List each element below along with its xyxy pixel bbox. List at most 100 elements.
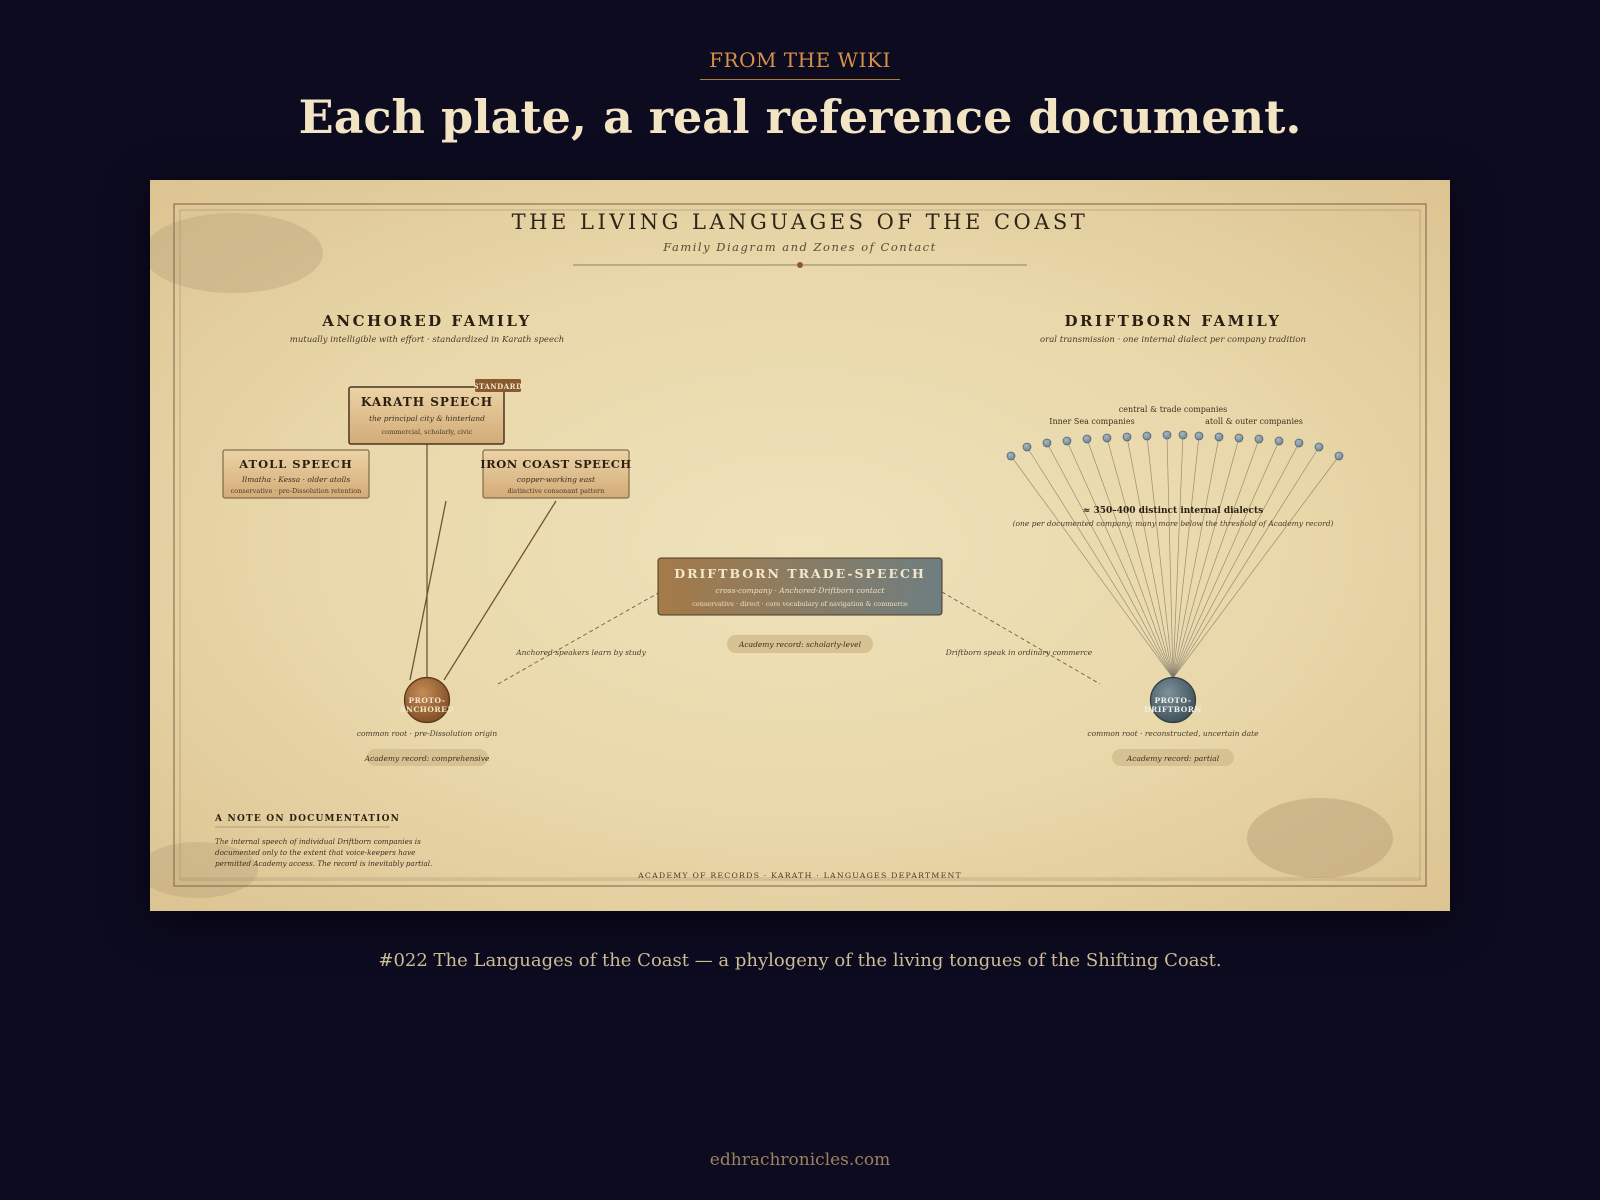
outer-companies-label: atoll & outer companies (1205, 417, 1303, 426)
dialect-dot (1162, 430, 1172, 440)
karath-line2: commercial, scholarly, civic (382, 428, 473, 436)
dialect-count-note: (one per documented company; many more b… (1013, 519, 1334, 528)
dialect-line (1172, 442, 1300, 679)
trade-record-pill: Academy record: scholarly-level (727, 635, 873, 653)
inner-sea-companies-label: Inner Sea companies (1049, 417, 1134, 426)
plate-title: THE LIVING LANGUAGES OF THE COAST (512, 210, 1089, 234)
proto-driftborn-node[interactable]: PROTO- DRIFTBORN (1144, 676, 1202, 724)
dialect-dot (1314, 442, 1324, 452)
dialect-line (1172, 436, 1220, 679)
site-link[interactable]: edhrachronicles.com (709, 1150, 891, 1170)
documentation-note-line3: permitted Academy access. The record is … (215, 859, 432, 868)
proto-anchored-node[interactable]: PROTO- ANCHORED (399, 676, 455, 724)
proto-driftborn-line2: DRIFTBORN (1144, 705, 1202, 714)
anchored-learning-note: Anchored speakers learn by study (515, 648, 646, 657)
trade-line1: cross-company · Anchored-Driftborn conta… (715, 586, 885, 595)
documentation-note-heading: A NOTE ON DOCUMENTATION (214, 814, 400, 824)
page-headline: Each plate, a real reference document. (298, 90, 1302, 144)
dialect-dot (1042, 438, 1052, 448)
iron-line1: copper-working east (517, 475, 596, 484)
iron-line2: distinctive consonant pattern (508, 487, 605, 495)
reference-plate[interactable]: THE LIVING LANGUAGES OF THE COAST Family… (150, 180, 1450, 911)
eyebrow-underline (700, 79, 900, 80)
dialect-dot (1006, 451, 1016, 461)
iron-name: IRON COAST SPEECH (480, 457, 631, 471)
plate-subtitle: Family Diagram and Zones of Contact (662, 240, 936, 254)
atoll-speech-node[interactable]: ATOLL SPEECH (222, 449, 370, 499)
link-anchored-trade (497, 591, 661, 685)
proto-driftborn-line1: PROTO- (1155, 696, 1192, 705)
anchored-subheading: mutually intelligible with effort · stan… (290, 335, 564, 345)
dialect-dot (1214, 432, 1224, 442)
link-iron-proto (443, 500, 557, 681)
dialect-dot (1334, 451, 1344, 461)
dialect-dot (1234, 433, 1244, 443)
dialect-dot (1178, 430, 1188, 440)
driftborn-subheading: oral transmission · one internal dialect… (1040, 335, 1306, 345)
dialect-dot (1082, 434, 1092, 444)
standard-badge-label: STANDARD (473, 382, 522, 391)
trade-record-label: Academy record: scholarly-level (738, 640, 862, 649)
dialect-line (1146, 435, 1174, 679)
dialect-line (1066, 440, 1174, 679)
dialect-line (1172, 438, 1260, 679)
dialect-line (1106, 437, 1174, 679)
karath-name: KARATH SPEECH (361, 395, 493, 409)
plate-footer: ACADEMY OF RECORDS · KARATH · LANGUAGES … (637, 871, 962, 880)
dialect-dot (1142, 431, 1152, 441)
proto-anchored-line1: PROTO- (409, 696, 446, 705)
link-trade-driftborn (941, 591, 1101, 685)
dialect-line (1172, 434, 1184, 679)
stain-top-left (150, 213, 323, 293)
documentation-note-line2: documented only to the extent that voice… (215, 848, 415, 857)
dialect-count: ≈ 350–400 distinct internal dialects (1083, 506, 1263, 516)
driftborn-record-label: Academy record: partial (1126, 754, 1220, 763)
dialect-line (1172, 440, 1280, 679)
dialect-line (1046, 442, 1174, 679)
driftborn-trade-speech-node[interactable]: DRIFTBORN TRADE-SPEECH cross-company · A… (657, 557, 943, 616)
dialect-dot (1254, 434, 1264, 444)
iron-coast-speech-node[interactable]: IRON COAST SPEECH (480, 449, 631, 499)
atoll-line1: Ilmatha · Kessa · older atolls (241, 475, 350, 484)
dialect-dot (1102, 433, 1112, 443)
karath-line1: the principal city & hinterland (369, 414, 485, 423)
proto-anchored-line2: ANCHORED (399, 705, 455, 714)
dialect-line (1026, 446, 1174, 679)
proto-anchored-root-note: common root · pre-Dissolution origin (357, 729, 498, 738)
plate-caption: #022 The Languages of the Coast — a phyl… (378, 950, 1222, 971)
title-rule-dot (797, 262, 803, 268)
inner-frame (179, 209, 1421, 881)
dialect-line (1172, 455, 1340, 679)
stain-bottom-left (150, 842, 258, 898)
dialect-dot (1122, 432, 1132, 442)
section-eyebrow: FROM THE WIKI (709, 48, 891, 72)
dialect-dots (1006, 430, 1344, 461)
trade-name: DRIFTBORN TRADE-SPEECH (674, 566, 926, 581)
dialect-dot (1274, 436, 1284, 446)
proto-driftborn-root-note: common root · reconstructed, uncertain d… (1087, 729, 1259, 738)
central-companies-label: central & trade companies (1119, 405, 1227, 414)
atoll-name: ATOLL SPEECH (238, 457, 353, 471)
driftborn-record-pill: Academy record: partial (1112, 749, 1234, 766)
standard-badge: STANDARD (473, 379, 522, 392)
dialect-line (1172, 437, 1240, 679)
anchored-heading: ANCHORED FAMILY (321, 312, 531, 330)
dialect-line (1172, 446, 1320, 679)
trade-line2: conservative · direct · core vocabulary … (692, 600, 908, 608)
documentation-note-line1: The internal speech of individual Driftb… (215, 837, 421, 846)
dialect-line (1126, 436, 1174, 679)
dialect-dot (1194, 431, 1204, 441)
dialect-dot (1062, 436, 1072, 446)
driftborn-commerce-note: Driftborn speak in ordinary commerce (945, 648, 1093, 657)
dialect-line (1172, 435, 1200, 679)
atoll-line2: conservative · pre-Dissolution retention (231, 487, 362, 495)
dialect-dot (1294, 438, 1304, 448)
outer-frame (173, 203, 1427, 887)
dialect-line (1010, 455, 1174, 679)
stain-bottom-right (1247, 798, 1393, 878)
family-diagram: THE LIVING LANGUAGES OF THE COAST Family… (150, 203, 1427, 898)
dialect-line (1086, 438, 1174, 679)
dialect-line (1166, 434, 1174, 679)
link-atoll-proto (409, 500, 447, 681)
karath-speech-node[interactable]: KARATH SPEECH the principal city & hinte… (348, 386, 505, 445)
